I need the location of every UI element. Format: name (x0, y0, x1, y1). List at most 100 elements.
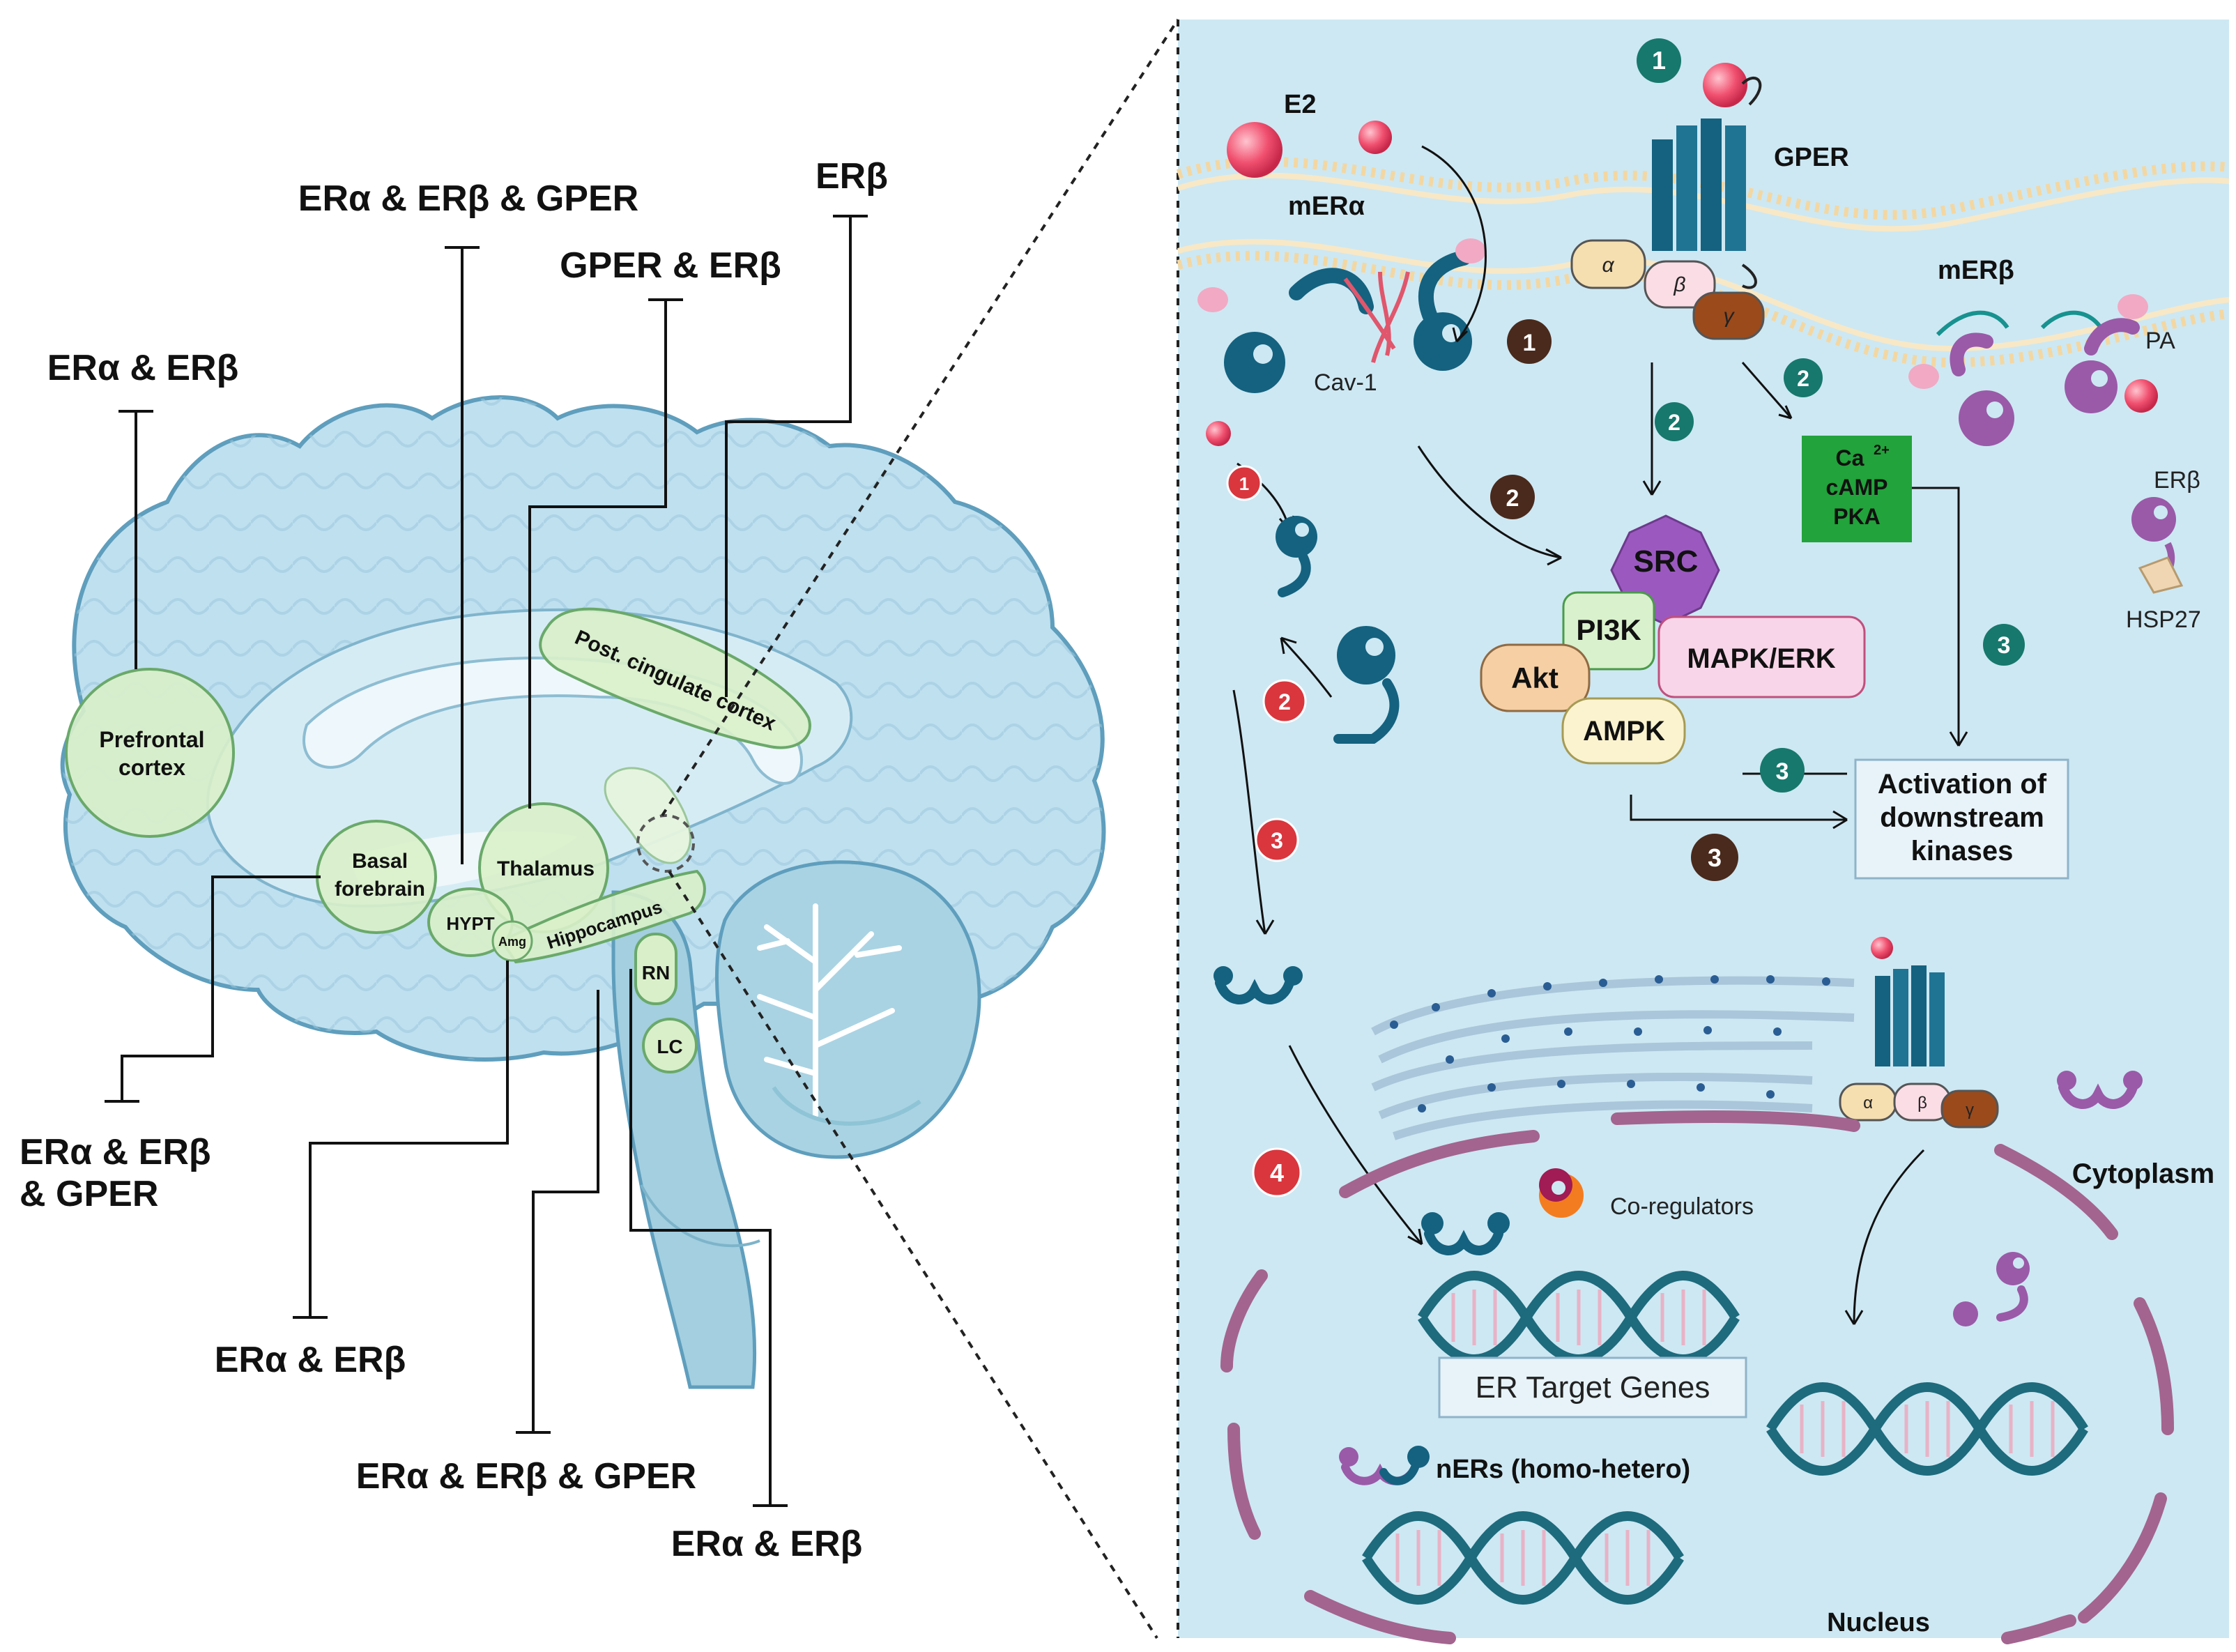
label-thalamus-receptors: GPER & ERβ (560, 245, 781, 286)
coregulators-label: Co-regulators (1610, 1193, 1754, 1220)
prefrontal-label-1: Prefrontal (99, 727, 204, 752)
gper-er-receptor: α β γ (1839, 965, 1999, 1129)
svg-text:2: 2 (1278, 689, 1291, 714)
akt-label: Akt (1511, 661, 1559, 694)
svg-text:1: 1 (1239, 473, 1249, 494)
cytoplasm-label: Cytoplasm (2072, 1158, 2215, 1189)
dna-rungs (1395, 1290, 2055, 1586)
label-hippocampus-receptors: ERα & ERβ & GPER (356, 1456, 696, 1497)
zoom-connectors (661, 18, 1179, 1639)
label-basal-receptors-1: ERα & ERβ (20, 1132, 211, 1172)
ampk-node (1561, 697, 1686, 765)
activation-box (1854, 758, 2069, 880)
label-rn-lc-receptors: ERα & ERβ (671, 1524, 863, 1564)
svg-text:3: 3 (1998, 632, 2011, 659)
brain-regions: Prefrontal cortex Basal forebrain Thalam… (65, 607, 811, 1073)
hypt-label: HYPT (446, 913, 494, 934)
pka-label: PKA (1833, 504, 1881, 529)
erb-hsp27-complex (2131, 497, 2184, 594)
step-brown-1 (1507, 319, 1552, 364)
receptor-labels: ERα & ERβ ERα & ERβ & GPER GPER & ERβ ER… (20, 156, 888, 1564)
e2-golgi-sphere (1871, 937, 1893, 959)
svg-text:2: 2 (1797, 366, 1809, 391)
step-teal-2b (1655, 402, 1694, 441)
svg-text:1: 1 (1523, 330, 1536, 356)
gper-label: GPER (1774, 143, 1849, 172)
er-ribosomes (1390, 975, 1830, 1112)
svg-text:3: 3 (1776, 758, 1789, 785)
er-target-genes-box (1438, 1356, 1747, 1418)
pi3k-label: PI3K (1576, 613, 1641, 646)
e2-gper-sphere (1703, 63, 1747, 107)
activation-line-1: Activation of (1878, 769, 2047, 800)
basal-label-1: Basal (352, 850, 408, 873)
pa-label: PA (2145, 328, 2175, 354)
e2-cytosol-sphere (1206, 421, 1231, 446)
svg-text:4: 4 (1270, 1158, 1284, 1187)
rn-label: RN (642, 962, 670, 984)
step-red-4 (1252, 1147, 1302, 1198)
step-brown-3 (1691, 834, 1738, 881)
e2-label: E2 (1284, 90, 1316, 119)
amg-label: Amg (498, 935, 526, 949)
region-lc (642, 1018, 698, 1073)
thalamus-label: Thalamus (497, 857, 595, 880)
erb-label: ERβ (2154, 467, 2200, 494)
region-projection (604, 767, 691, 864)
e2-pa-sphere (2124, 379, 2158, 413)
leader-lines (105, 215, 868, 1507)
region-rn (634, 933, 677, 1005)
mapk-label: MAPK/ERK (1687, 643, 1835, 674)
src-label: SRC (1634, 544, 1699, 579)
label-cingulate-receptors: ERβ (815, 156, 888, 197)
mera-label: mERα (1288, 192, 1365, 221)
gamma-label: γ (1724, 305, 1736, 328)
step-red-1 (1226, 465, 1262, 501)
region-post-cingulate (539, 607, 811, 749)
gamma-er-label: γ (1966, 1101, 1974, 1119)
step-red-2 (1262, 679, 1307, 724)
nuclear-er-dimer (1421, 1168, 1584, 1255)
brainstem (611, 890, 757, 1389)
label-prefrontal-receptors: ERα & ERβ (47, 348, 239, 388)
g-alpha (1570, 239, 1646, 289)
camp-label: cAMP (1826, 475, 1888, 500)
step-teal-3b (1760, 748, 1805, 793)
lc-label: LC (657, 1036, 682, 1057)
g-gamma-er (1940, 1089, 1999, 1129)
svg-text:2: 2 (1506, 485, 1519, 512)
alpha-label: α (1602, 254, 1614, 277)
basal-label-2: forebrain (335, 878, 425, 901)
prefrontal-label-2: cortex (118, 755, 185, 780)
cav1-label: Cav-1 (1314, 369, 1377, 396)
svg-text:3: 3 (1271, 828, 1283, 853)
step-teal-3a (1983, 624, 2025, 666)
cell-panel: E2 mERα GPER mERβ Cav-1 PA ERβ HSP27 (1176, 20, 2230, 1644)
activation-line-3: kinases (1911, 836, 2014, 866)
endoplasmic-reticulum (1371, 976, 1855, 1140)
pi3k-node (1562, 591, 1655, 671)
svg-text:2: 2 (1668, 410, 1680, 435)
region-hippocampus (500, 869, 706, 964)
alpha-er-label: α (1863, 1094, 1873, 1112)
ca-label: Ca (1836, 445, 1864, 471)
ners-icon (1339, 1446, 1430, 1485)
label-hypt-receptors: ERα & ERβ & GPER (298, 178, 638, 219)
beta-label: β (1673, 273, 1685, 296)
er-target-genes-label: ER Target Genes (1476, 1370, 1710, 1405)
svg-text:3: 3 (1708, 843, 1722, 872)
akt-node (1480, 643, 1591, 712)
region-prefrontal (65, 668, 235, 838)
region-basal-forebrain (316, 820, 437, 934)
nucleus-label: Nucleus (1827, 1608, 1930, 1637)
step-brown-2 (1490, 475, 1535, 519)
nuclear-envelope (1220, 1110, 2174, 1644)
step-teal-1 (1637, 38, 1681, 83)
cytosolic-er (1213, 516, 1400, 1004)
g-beta (1644, 260, 1716, 309)
ners-label: nERs (homo-hetero) (1436, 1455, 1690, 1484)
merb-receptor (1908, 294, 2148, 446)
label-amygdala-receptors: ERα & ERβ (215, 1340, 406, 1380)
estradiol-molecules (1206, 63, 2158, 959)
